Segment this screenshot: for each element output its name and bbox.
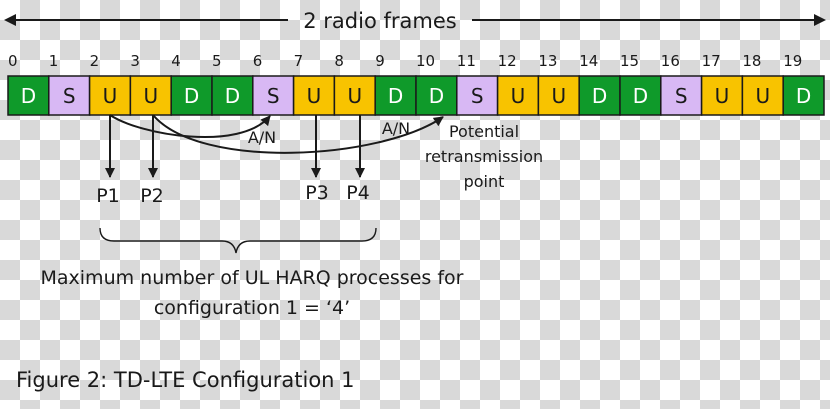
subframe-number: 10 (416, 52, 435, 70)
subframe-cell-d (211, 75, 254, 116)
ack-label-1: A/N (248, 128, 276, 147)
ack-label-2: A/N (382, 119, 410, 138)
retransmission-line-2: retransmission (425, 147, 543, 166)
subframe-number: 0 (8, 52, 18, 70)
subframe-cell-u (88, 75, 132, 116)
subframe-cell-s (660, 75, 703, 116)
subframe-number: 12 (498, 52, 517, 70)
subframe-cell-d (415, 75, 458, 116)
subframe-cell-u (292, 75, 336, 116)
subframe-type-label: U (755, 84, 770, 108)
brace-caption-line-2: configuration 1 = ‘4’ (154, 297, 350, 319)
radio-frames-label: 2 radio frames (303, 9, 456, 33)
subframe-number: 16 (661, 52, 680, 70)
subframe-type-label: D (633, 84, 648, 108)
process-label-p3: P3 (305, 182, 329, 204)
span-right-arrowhead (814, 14, 826, 26)
subframe-type-label: U (551, 84, 566, 108)
subframe-cell-s (456, 75, 499, 116)
subframe-type-label: D (592, 84, 607, 108)
subframe-type-label: D (184, 84, 199, 108)
process-label-p1: P1 (96, 185, 120, 207)
subframe-number: 11 (457, 52, 476, 70)
subframe-type-label: D (21, 84, 36, 108)
subframe-number: 14 (579, 52, 598, 70)
figure-caption: Figure 2: TD-LTE Configuration 1 (16, 368, 355, 392)
subframe-number: 13 (538, 52, 557, 70)
subframe-number: 18 (742, 52, 761, 70)
subframe-number: 19 (783, 52, 802, 70)
subframe-number: 15 (620, 52, 639, 70)
subframe-number: 17 (702, 52, 721, 70)
harq-arrows: A/N A/N (109, 114, 444, 154)
radio-frames-span: 2 radio frames (4, 9, 826, 33)
subframe-type-label: U (143, 84, 158, 108)
retransmission-note: Potential retransmission point (425, 122, 543, 191)
subframe-number: 3 (130, 52, 140, 70)
subframe-number: 1 (49, 52, 59, 70)
subframe-cell-s (252, 75, 295, 116)
subframe-type-label: U (307, 84, 322, 108)
subframe-type-label: S (675, 84, 688, 108)
subframe-number: 7 (294, 52, 304, 70)
subframe-number: 6 (253, 52, 263, 70)
process-label-p2: P2 (140, 185, 164, 207)
retransmission-line-3: point (464, 172, 505, 191)
process-arrows: P1 P2 P3 P4 (96, 115, 370, 207)
subframe-type-label: D (796, 84, 811, 108)
curve-arrow-sf2-to-sf6 (109, 114, 271, 139)
subframe-number: 4 (171, 52, 181, 70)
subframe-number: 8 (334, 52, 344, 70)
subframe-cell-d (578, 75, 621, 116)
subframe-type-label: S (63, 84, 76, 108)
brace-caption-line-1: Maximum number of UL HARQ processes for (41, 267, 464, 289)
subframe-type-label: U (347, 84, 362, 108)
subframe-cell-u (333, 75, 376, 116)
subframe-type-label: D (225, 84, 240, 108)
subframe-cell-d (374, 75, 417, 116)
subframe-number: 2 (90, 52, 100, 70)
subframe-type-label: S (267, 84, 280, 108)
subframe-cell-d (619, 75, 662, 116)
subframe-type-label: U (103, 84, 118, 108)
subframe-cell-u (537, 75, 580, 116)
subframe-type-label: D (388, 84, 403, 108)
curve-arrow-sf3-to-sf10 (152, 114, 444, 154)
subframe-type-label: U (511, 84, 526, 108)
subframe-type-label: U (715, 84, 730, 108)
process-brace (99, 227, 377, 254)
subframe-type-label: S (471, 84, 484, 108)
retransmission-line-1: Potential (449, 122, 519, 141)
span-left-arrowhead (4, 14, 16, 26)
subframe-number: 9 (375, 52, 385, 70)
subframe-cell-d (782, 75, 825, 116)
subframe-cell-u (129, 75, 172, 116)
process-label-p4: P4 (346, 182, 370, 204)
subframe-number: 5 (212, 52, 222, 70)
subframe-type-label: D (429, 84, 444, 108)
